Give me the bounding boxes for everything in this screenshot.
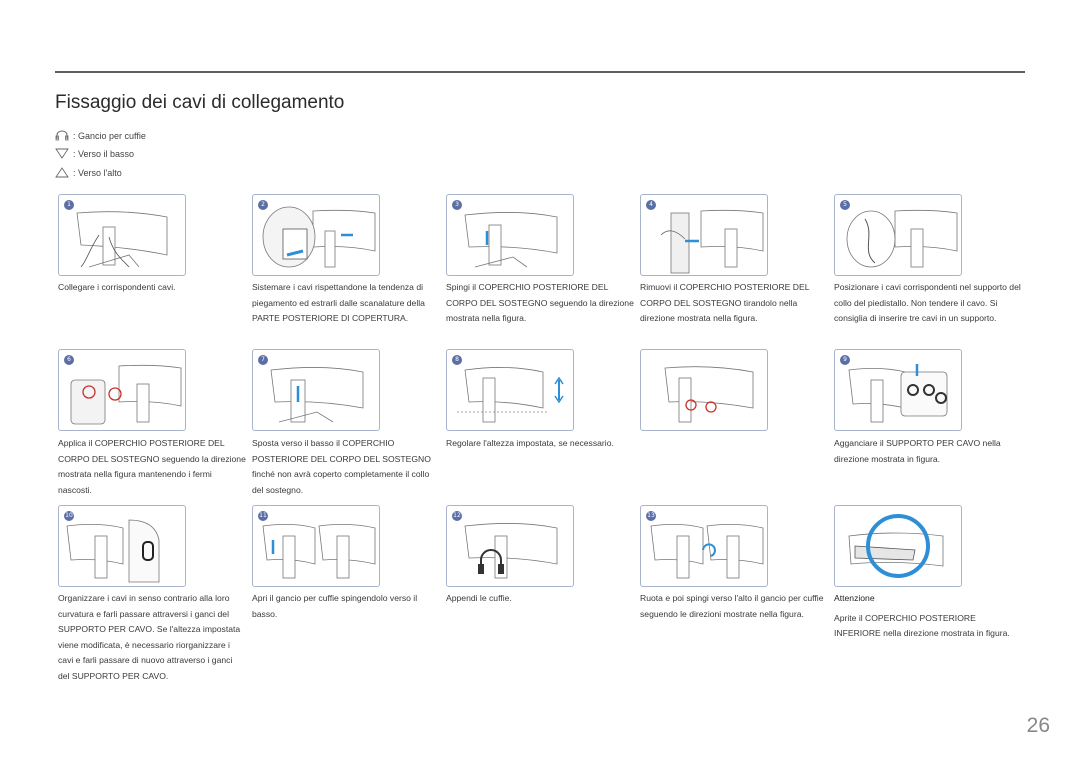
step-1-illustration: 1 bbox=[58, 194, 186, 276]
step-6-illustration: 6 bbox=[58, 349, 186, 431]
step-5-caption: Posizionare i cavi corrispondenti nel su… bbox=[834, 282, 1021, 324]
headphone-hook-icon bbox=[55, 130, 69, 141]
step-13-illustration: 13 bbox=[640, 505, 768, 587]
step-badge: 6 bbox=[64, 355, 74, 365]
step-11-caption: Apri il gancio per cuffie spingendolo ve… bbox=[252, 593, 418, 619]
arrow-up-triangle-icon bbox=[55, 167, 69, 178]
step-badge: 4 bbox=[646, 200, 656, 210]
step-2-caption: Sistemare i cavi rispettandone la tenden… bbox=[252, 282, 425, 324]
step-2-illustration: 2 bbox=[252, 194, 380, 276]
legend-label: : Gancio per cuffie bbox=[73, 130, 146, 141]
legend-item-up: : Verso l'alto bbox=[55, 167, 122, 178]
step-10-illustration: 10 bbox=[58, 505, 186, 587]
step-8-caption: Regolare l'altezza impostata, se necessa… bbox=[446, 438, 614, 448]
step-6-caption: Applica il COPERCHIO POSTERIORE DEL CORP… bbox=[58, 438, 246, 495]
step-3-caption: Spingi il COPERCHIO POSTERIORE DEL CORPO… bbox=[446, 282, 634, 324]
arrow-down-triangle-icon bbox=[55, 148, 69, 159]
legend-label: : Verso il basso bbox=[73, 148, 135, 159]
step-badge: 5 bbox=[840, 200, 850, 210]
step-1-caption: Collegare i corrispondenti cavi. bbox=[58, 282, 176, 292]
step-7-caption: Sposta verso il basso il COPERCHIO POSTE… bbox=[252, 438, 431, 495]
step-badge: 12 bbox=[452, 511, 462, 521]
step-12-caption: Appendi le cuffie. bbox=[446, 593, 512, 603]
attention-title: Attenzione bbox=[834, 593, 875, 603]
step-badge: 2 bbox=[258, 200, 268, 210]
step-badge: 10 bbox=[64, 511, 74, 521]
step-badge: 1 bbox=[64, 200, 74, 210]
step-badge: 7 bbox=[258, 355, 268, 365]
step-badge: 13 bbox=[646, 511, 656, 521]
step-9-illustration: 9 bbox=[834, 349, 962, 431]
legend-label: : Verso l'alto bbox=[73, 167, 122, 178]
step-4-caption: Rimuovi il COPERCHIO POSTERIORE DEL CORP… bbox=[640, 282, 810, 324]
step-12-illustration: 12 bbox=[446, 505, 574, 587]
step-13-caption: Ruota e poi spingi verso l'alto il ganci… bbox=[640, 593, 824, 619]
step-badge: 11 bbox=[258, 511, 268, 521]
step-badge: 9 bbox=[840, 355, 850, 365]
header-rule bbox=[55, 71, 1025, 73]
attention-illustration bbox=[834, 505, 962, 587]
attention-text: Aprite il COPERCHIO POSTERIORE INFERIORE… bbox=[834, 612, 1010, 639]
step-7-illustration: 7 bbox=[252, 349, 380, 431]
page-title: Fissaggio dei cavi di collegamento bbox=[55, 92, 345, 113]
legend-item-headphone-hook: : Gancio per cuffie bbox=[55, 130, 146, 141]
step-8-illustration: 8 bbox=[446, 349, 574, 431]
legend-item-down: : Verso il basso bbox=[55, 148, 134, 159]
step-9-caption: Agganciare il SUPPORTO PER CAVO nella di… bbox=[834, 438, 1001, 464]
step-badge: 8 bbox=[452, 355, 462, 365]
step-11-illustration: 11 bbox=[252, 505, 380, 587]
attention-block: Attenzione Aprite il COPERCHIO POSTERIOR… bbox=[834, 591, 1022, 642]
step-3-illustration: 3 bbox=[446, 194, 574, 276]
step-4-illustration: 4 bbox=[640, 194, 768, 276]
step-badge: 3 bbox=[452, 200, 462, 210]
step-8b-illustration bbox=[640, 349, 768, 431]
step-10-caption: Organizzare i cavi in senso contrario al… bbox=[58, 593, 241, 681]
step-5-illustration: 5 bbox=[834, 194, 962, 276]
page-number: 26 bbox=[1026, 714, 1050, 737]
